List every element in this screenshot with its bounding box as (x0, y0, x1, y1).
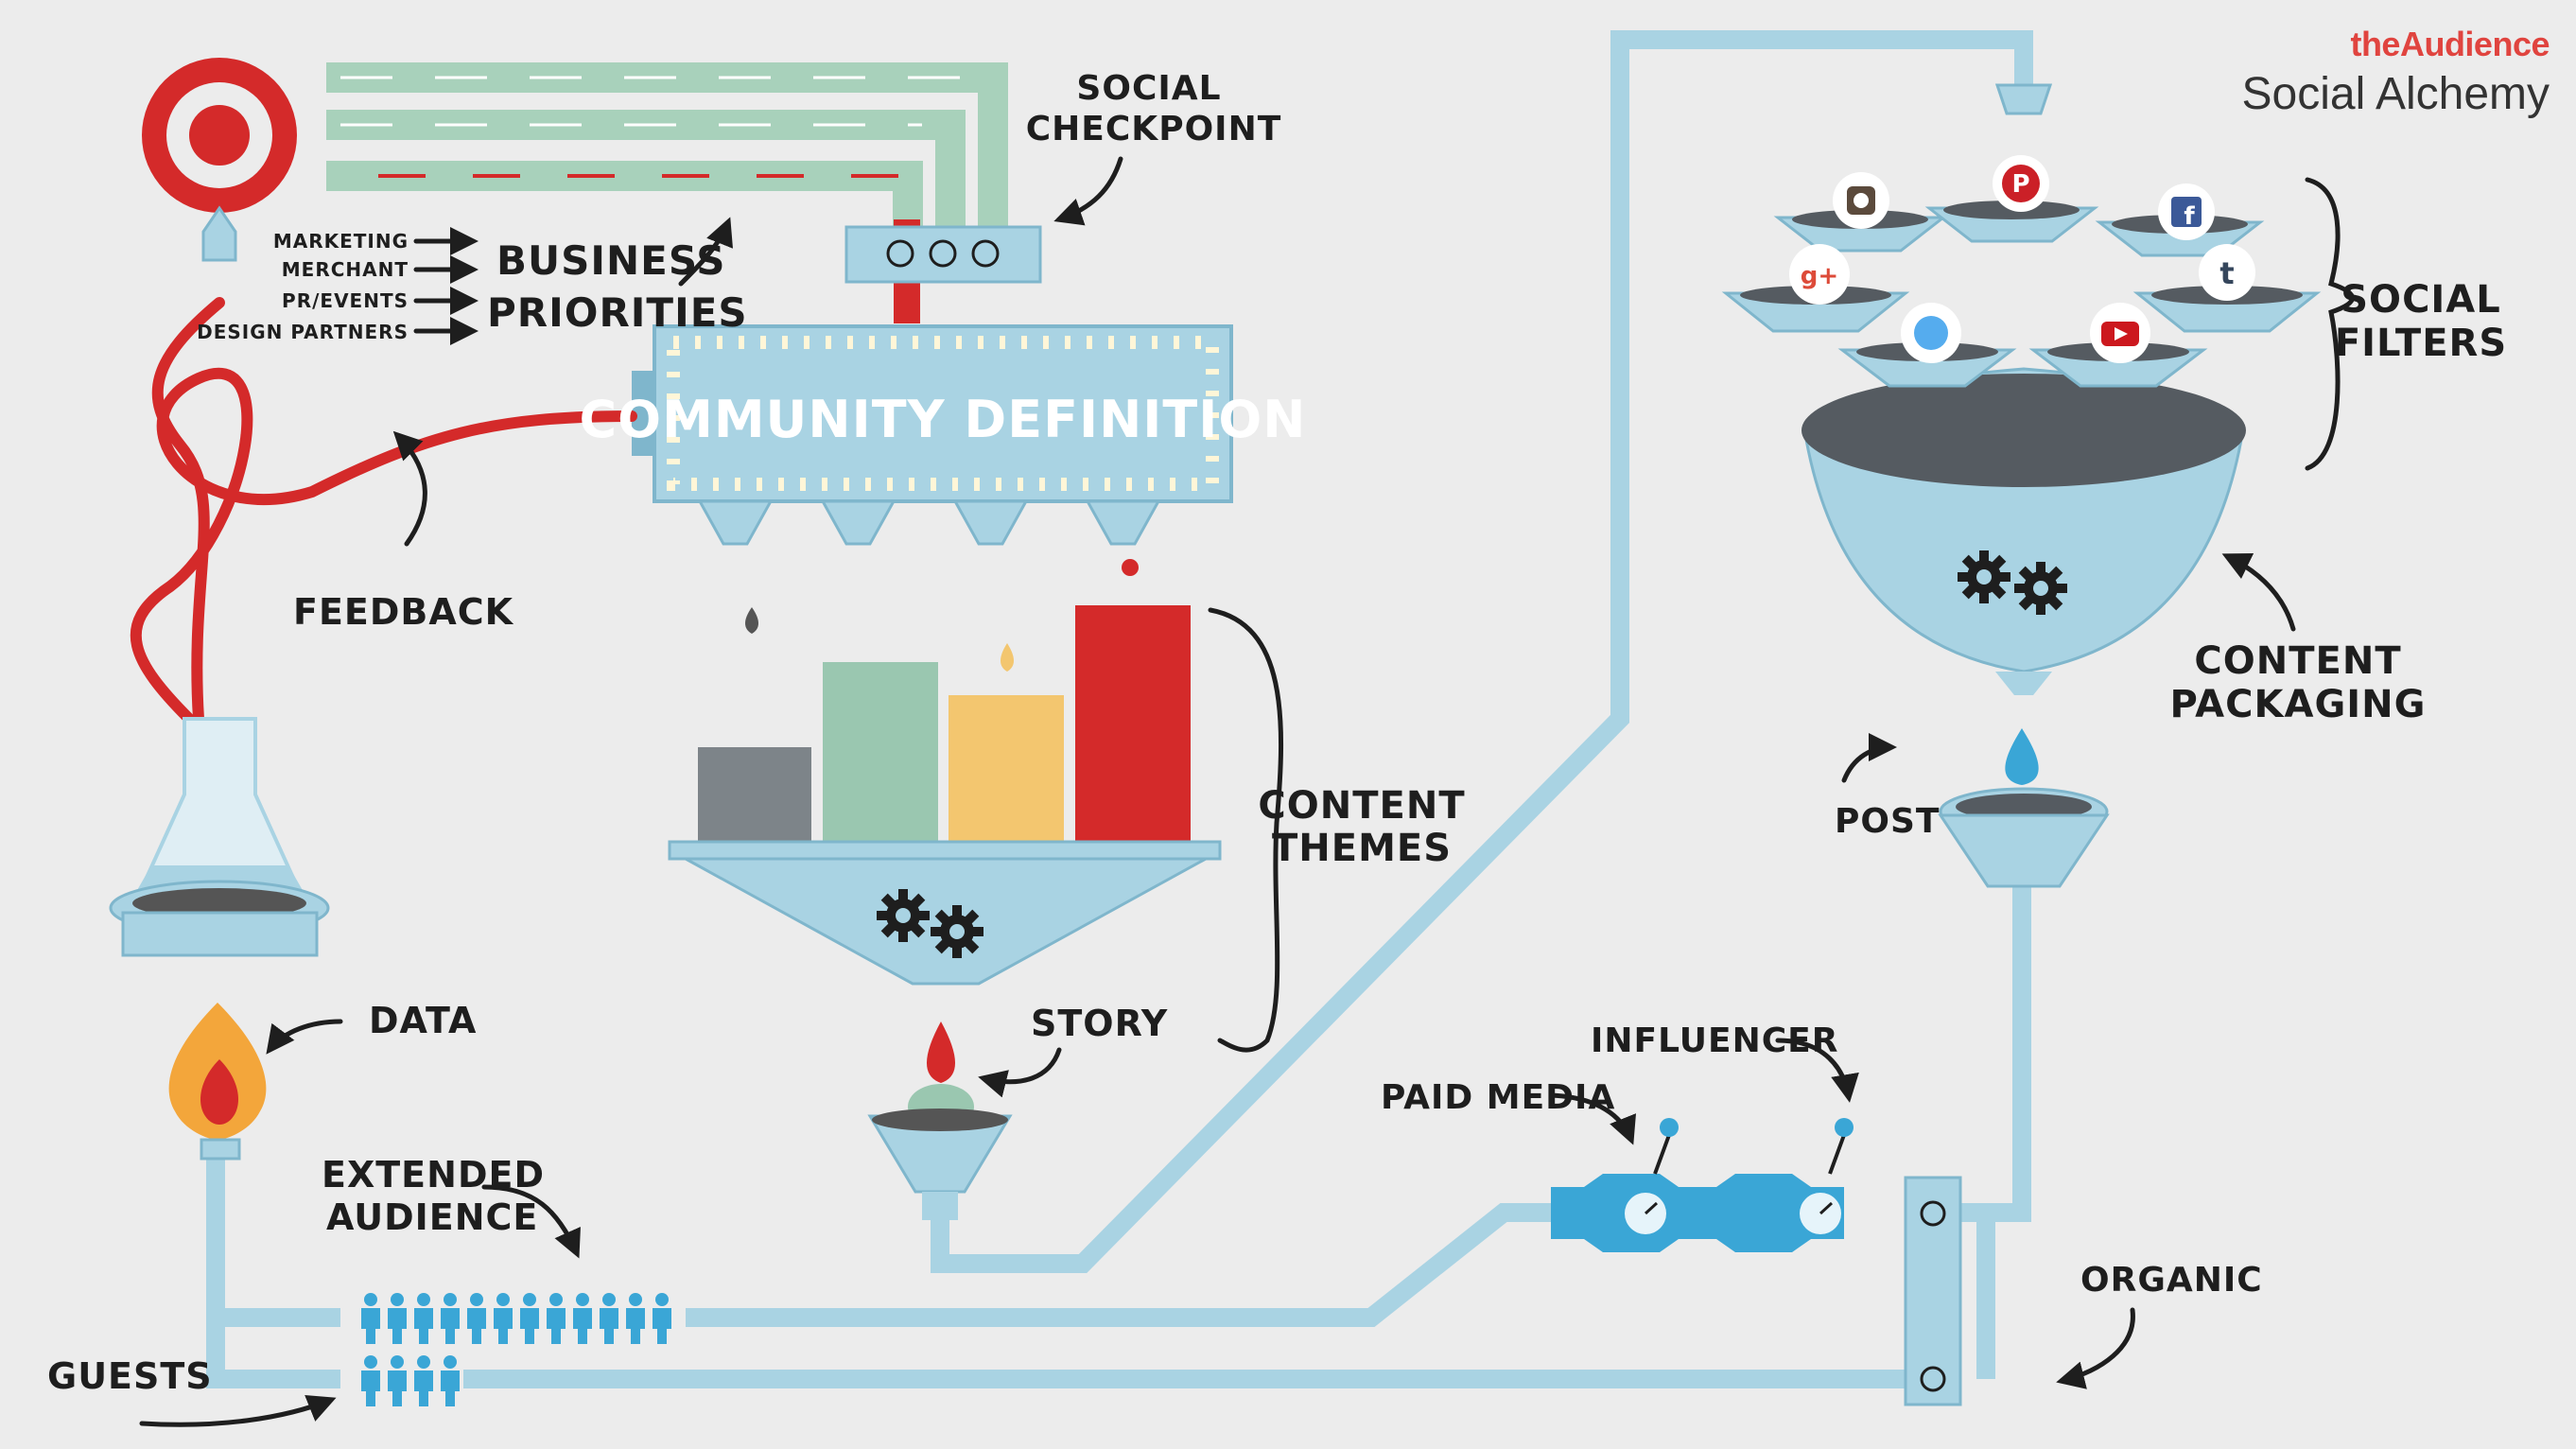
flame-icon (168, 1003, 267, 1161)
content-themes-funnel (668, 840, 1222, 1220)
svg-text:g+: g+ (1801, 262, 1838, 290)
extended-audience-label-1: EXTENDED (322, 1154, 545, 1196)
guests-label: GUESTS (47, 1355, 213, 1397)
facebook-icon: f (2158, 183, 2215, 240)
organic-label: ORGANIC (2080, 1261, 2263, 1300)
svg-text:f: f (2184, 202, 2195, 231)
labels: SOCIAL CHECKPOINT MARKETING MERCHANT PR/… (47, 69, 2507, 1397)
valve-box (1904, 1176, 1962, 1406)
content-packaging-label-1: CONTENT (2194, 639, 2401, 683)
social-filters-label-2: FILTERS (2335, 322, 2507, 365)
youtube-icon (2090, 303, 2150, 363)
brand-block: theAudience Social Alchemy (2242, 25, 2550, 120)
amplifier (1551, 1118, 1854, 1252)
feedback-label: FEEDBACK (293, 591, 514, 633)
svg-text:P: P (2011, 170, 2029, 199)
input-label-merchant: MERCHANT (282, 258, 409, 281)
guests-people (361, 1355, 460, 1406)
flask (109, 205, 330, 957)
community-definition-label: COMMUNITY DEFINITION (580, 390, 1307, 449)
input-label-marketing: MARKETING (273, 230, 409, 253)
pinterest-icon: P (1993, 155, 2049, 212)
input-label-design-partners: DESIGN PARTNERS (197, 321, 409, 343)
svg-text:t: t (2219, 255, 2234, 291)
post-label: POST (1835, 802, 1940, 841)
extended-audience-label-2: AUDIENCE (326, 1196, 538, 1238)
brand-title: Social Alchemy (2241, 69, 2550, 119)
influencer-label: INFLUENCER (1591, 1021, 1838, 1060)
post-dish (1938, 728, 2110, 888)
instagram-icon (1833, 172, 1889, 229)
twitter-icon (1901, 303, 1961, 363)
business-priorities-label-2: PRIORITIES (487, 289, 748, 336)
annotation-arrows (139, 156, 2355, 1427)
social-filters-label-1: SOCIAL (2341, 278, 2501, 322)
content-themes-label-2: THEMES (1272, 827, 1452, 870)
paid-media-label: PAID MEDIA (1381, 1078, 1615, 1117)
social-checkpoint-label-1: SOCIAL (1076, 69, 1221, 108)
content-packaging-label-2: PACKAGING (2170, 683, 2427, 726)
feedback-tube (130, 297, 637, 724)
target-logo (142, 58, 297, 213)
social-checkpoint-label-2: CHECKPOINT (1026, 110, 1282, 148)
extended-audience-people (361, 1293, 671, 1344)
input-label-pr-events: PR/EVENTS (282, 289, 409, 312)
story-label: STORY (1031, 1003, 1168, 1044)
brand-name: theAudience (2350, 25, 2550, 63)
social-checkpoint-box (844, 225, 1042, 284)
business-priorities-label-1: BUSINESS (496, 237, 725, 284)
tumblr-icon: t (2199, 244, 2255, 301)
content-themes-label-1: CONTENT (1258, 784, 1465, 828)
community-definition-machine (632, 324, 1233, 634)
data-label: DATA (369, 1000, 477, 1041)
social-icons: P f g+ t (1789, 155, 2255, 363)
google-plus-icon: g+ (1789, 244, 1850, 305)
pipes (206, 30, 2033, 1388)
content-themes-bars (698, 605, 1191, 842)
arrow-channel (326, 62, 1008, 323)
